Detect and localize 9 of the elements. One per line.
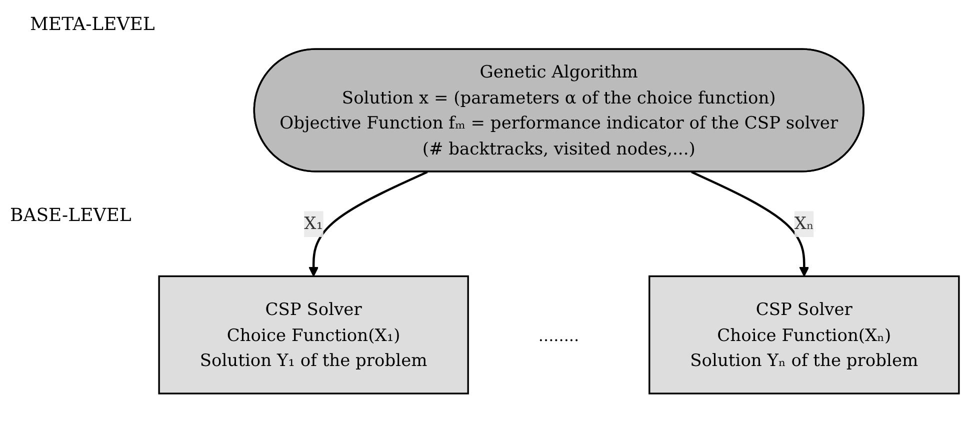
arrow bbox=[691, 171, 810, 277]
edge-label: Xₙ bbox=[794, 214, 814, 234]
level-label: META-LEVEL bbox=[30, 14, 155, 35]
ellipsis-text: ........ bbox=[538, 326, 580, 345]
edge-label: X₁ bbox=[304, 214, 324, 234]
level-label: BASE-LEVEL bbox=[10, 205, 132, 226]
node-box: CSP Solver Choice Function(X₁) Solution Y₁ of the problem bbox=[158, 276, 469, 395]
arrow bbox=[308, 171, 428, 277]
node-box: CSP Solver Choice Function(Xₙ) Solution Yₙ of the problem bbox=[648, 276, 960, 395]
